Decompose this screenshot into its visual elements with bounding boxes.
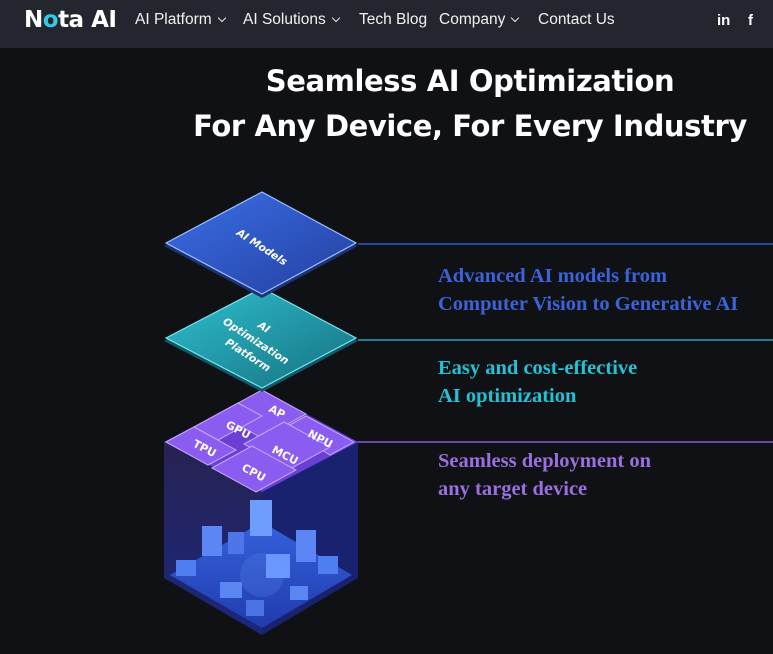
chip-layer: AP GPU NPU TPU MCU CPU bbox=[164, 389, 358, 493]
feature-ai-models-line-2: Computer Vision to Generative AI bbox=[438, 293, 739, 315]
feature-ai-models-line-1: Advanced AI models from bbox=[438, 265, 668, 287]
nav-company-label: Company bbox=[439, 11, 506, 28]
feature-optimization-line-2: AI optimization bbox=[438, 385, 577, 407]
facebook-glyph: f bbox=[748, 12, 753, 29]
nota-ai-logo[interactable]: Nota AI bbox=[24, 7, 117, 33]
nav-contact-us[interactable]: Contact Us bbox=[538, 11, 615, 29]
nav-tech-blog[interactable]: Tech Blog bbox=[359, 11, 427, 29]
feature-optimization-line-1: Easy and cost-effective bbox=[438, 357, 638, 379]
facebook-icon[interactable]: f bbox=[748, 12, 753, 29]
nav-ai-platform[interactable]: AI Platform bbox=[135, 11, 226, 29]
nav-tech-blog-label: Tech Blog bbox=[359, 11, 428, 28]
ai-models-layer: AI Models bbox=[164, 191, 358, 298]
feature-optimization: Easy and cost-effective AI optimization bbox=[438, 354, 637, 410]
platform-label-line-1: AI bbox=[254, 319, 272, 336]
logo-text-accent: o bbox=[42, 7, 59, 33]
hero-title-line-1: Seamless AI Optimization bbox=[265, 64, 675, 98]
nav-contact-us-label: Contact Us bbox=[538, 11, 615, 28]
linkedin-glyph: in bbox=[717, 12, 731, 29]
nav-company[interactable]: Company bbox=[439, 11, 520, 29]
nav-ai-solutions-label: AI Solutions bbox=[243, 11, 326, 28]
hero-title-line-2: For Any Device, For Every Industry bbox=[193, 109, 747, 143]
top-nav: Nota AI AI Platform AI Solutions Tech Bl… bbox=[0, 0, 773, 48]
logo-text-start: N bbox=[24, 7, 43, 33]
feature-deployment: Seamless deployment on any target device bbox=[438, 447, 651, 503]
feature-deployment-line-1: Seamless deployment on bbox=[438, 450, 651, 472]
logo-text-end: ta AI bbox=[58, 7, 117, 33]
optimization-platform-layer: AI Optimization Platform bbox=[164, 287, 358, 392]
chip-cpu bbox=[210, 445, 298, 493]
nav-ai-platform-label: AI Platform bbox=[135, 11, 212, 28]
chip-tpu bbox=[164, 426, 238, 466]
feature-ai-models: Advanced AI models from Computer Vision … bbox=[438, 262, 738, 318]
linkedin-icon[interactable]: in bbox=[717, 12, 730, 29]
feature-deployment-line-2: any target device bbox=[438, 478, 588, 500]
nav-ai-solutions[interactable]: AI Solutions bbox=[243, 11, 340, 29]
device-cube bbox=[164, 442, 358, 635]
